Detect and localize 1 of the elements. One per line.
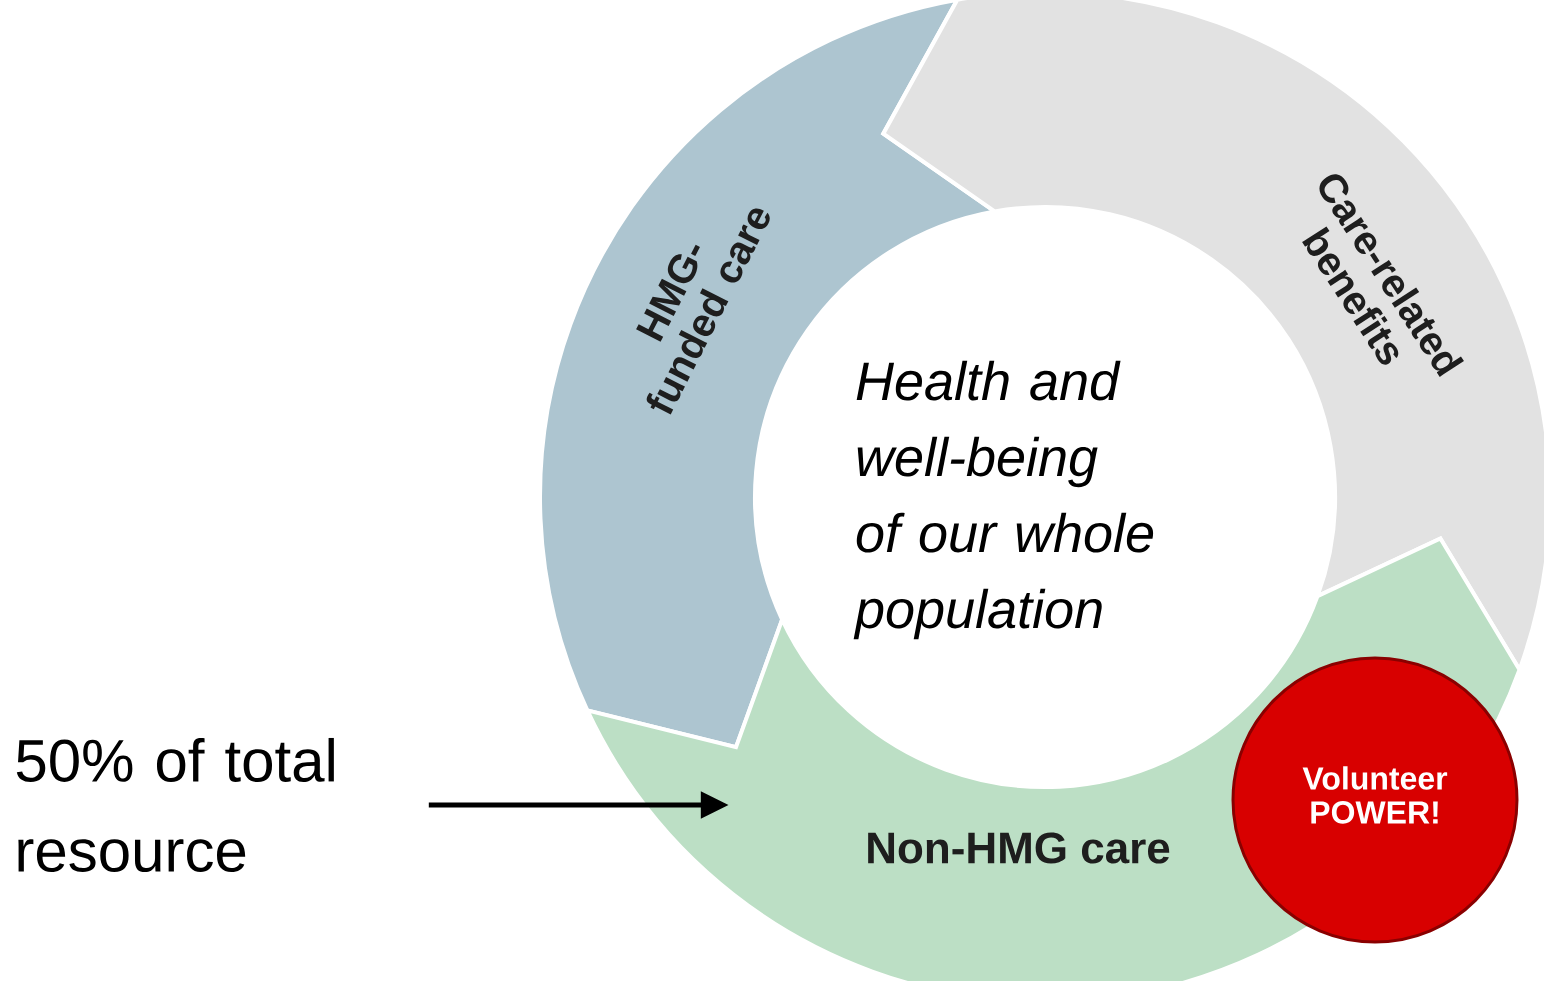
annotation-text: 50% of total resource bbox=[16, 737, 334, 873]
